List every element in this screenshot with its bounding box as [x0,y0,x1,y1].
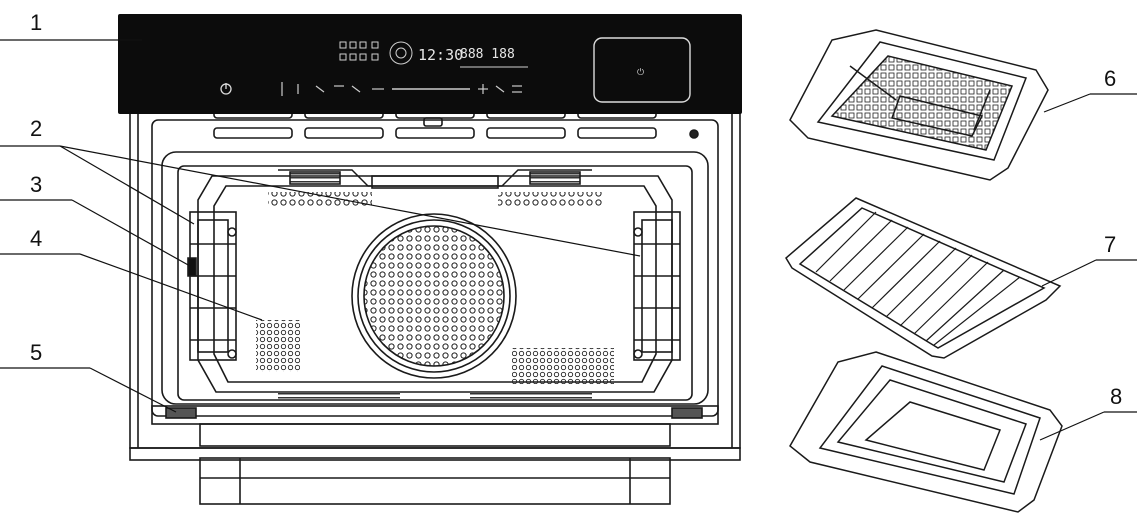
control-panel: 12:30 888 188 ⏻ [118,14,742,114]
power-button[interactable] [593,37,691,103]
callout-3: 3 [30,172,42,197]
callout-4: 4 [30,226,42,251]
vent-slots [213,109,657,139]
fan-cover [351,213,517,379]
oven [129,107,741,505]
door-frame [151,119,719,417]
callout-5: 5 [30,340,42,365]
grill-rack-tray [785,197,1062,359]
callout-6: 6 [1104,66,1116,91]
oven-cavity [177,165,693,401]
shelf-runner-left [189,211,237,361]
probe-socket [187,257,197,277]
power-icon: ⏻ [637,67,644,78]
callout-1: 1 [30,10,42,35]
oven-door [129,405,741,505]
lcd-display: 12:30 888 188 [336,38,532,68]
touch-controls[interactable] [220,82,522,96]
cavity-vent-left [256,320,300,372]
lcd-clock: 12:30 [418,46,463,64]
cavity-vent-right [512,348,614,384]
shelf-runner-right [633,211,681,361]
mesh-basket-tray [789,29,1049,181]
lcd-readout: 888 188 [460,47,515,62]
door-lock-icon [689,129,699,139]
callout-2: 2 [30,116,42,141]
door-handle [199,457,671,505]
callout-7: 7 [1104,232,1116,257]
callout-8: 8 [1110,384,1122,409]
baking-tray [789,351,1063,513]
fan-mode-icon [389,41,413,65]
